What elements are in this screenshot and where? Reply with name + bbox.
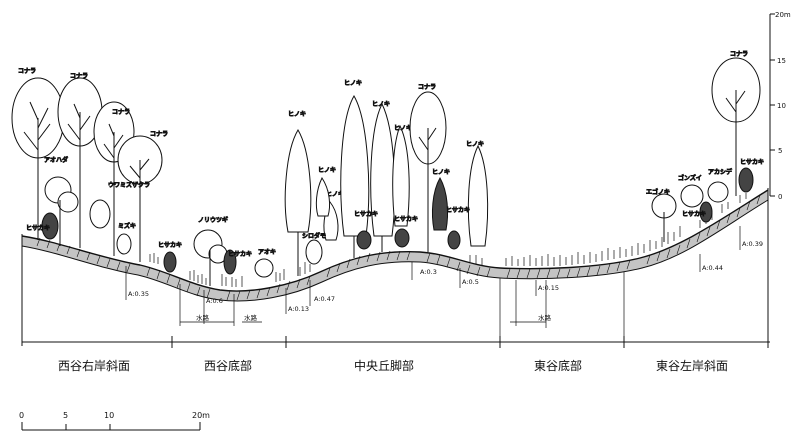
tree-hinoki: ヒノキ (466, 141, 489, 247)
ground-surface-line (21, 189, 769, 292)
tree-label: ヒサカキ (682, 211, 706, 218)
scale-tick: 10 (104, 411, 114, 420)
soil-measurements (125, 226, 741, 340)
tree-noriutsugi: ノリウツギ (193, 216, 229, 286)
tree-hisakaki: ヒサカキ (738, 159, 765, 193)
tree-layer: コナラ コナラ コナラ コナラ アオハダ ヒサカキ (11, 51, 765, 286)
tree-label: ヒノキ (372, 101, 390, 108)
tree-uwamizuzakura: ウワミズザクラ (89, 181, 151, 229)
tree-label: アカシデ (708, 168, 732, 176)
tree-konara: コナラ (409, 84, 447, 252)
soil-label: A:0.13 (288, 305, 309, 313)
tree-label: ゴンズイ (678, 174, 702, 182)
zone-label: 西谷右岸斜面 (58, 358, 130, 373)
tree-label: ミズキ (118, 222, 136, 230)
zone-label: 東谷左岸斜面 (656, 358, 728, 373)
tree-label: ヒノキ (394, 125, 412, 132)
channel-label: 水路 (196, 313, 210, 322)
channel-label: 水路 (244, 313, 258, 322)
tree-label: アオキ (258, 249, 276, 256)
tree-label: シロダモ (302, 232, 326, 240)
tree-label: コナラ (70, 73, 88, 80)
tree-label: ヒノキ (432, 169, 450, 176)
tree-label: アオハダ (44, 156, 68, 164)
tree-label: ノリウツギ (198, 216, 228, 224)
scale-tick: 0 (19, 411, 24, 420)
zone-label: 中央丘脚部 (354, 358, 414, 373)
tree-label: コナラ (730, 51, 748, 58)
tree-hisakaki: ヒサカキ (394, 216, 419, 248)
soil-label: A:0.6 (206, 297, 223, 305)
soil-base-line (21, 199, 769, 302)
tree-hinoki: ヒノキ (340, 80, 370, 258)
tree-label: エゴノキ (646, 188, 670, 196)
height-tick: 0 (778, 193, 782, 201)
tree-mizuki: ミズキ (116, 222, 137, 255)
height-tick: 15 (777, 57, 786, 65)
tree-shirodamo: シロダモ (302, 232, 327, 265)
tree-label: ヒサカキ (354, 211, 378, 218)
tree-label: ヒサカキ (394, 216, 418, 223)
zone-divider (21, 188, 770, 348)
soil-label: A:0.39 (742, 240, 763, 248)
tree-gonzui: ゴンズイ (678, 174, 704, 208)
channel-label: 水路 (538, 313, 552, 322)
tree-hisakaki: ヒサカキ (682, 201, 713, 223)
soil-label: A:0.5 (462, 278, 479, 286)
tree-label: ヒサカキ (158, 242, 182, 249)
height-tick: 10 (777, 102, 786, 110)
tree-label: コナラ (418, 84, 436, 91)
vertical-height-scale: 20m 15 10 5 0 (769, 11, 791, 201)
scale-tick: 5 (63, 411, 68, 420)
tree-hisakaki: ヒサカキ (158, 242, 183, 273)
tree-label: ヒサカキ (26, 225, 50, 232)
tree-hinoki: ヒノキ (315, 167, 337, 217)
terrain-profile (21, 189, 769, 302)
height-scale-unit: 20m (775, 11, 791, 19)
tree-label: ヒノキ (326, 191, 344, 198)
tree-konara: コナラ (711, 51, 761, 196)
tree-label: ヒサカキ (228, 251, 252, 258)
tree-konara: コナラ (11, 68, 65, 240)
tree-hisakaki: ヒサカキ (223, 249, 253, 275)
tree-label: ヒノキ (344, 80, 362, 87)
tree-aoki: アオキ (254, 249, 277, 278)
tree-label: ヒノキ (466, 141, 484, 148)
soil-label: A:0.3 (420, 268, 437, 276)
tree-hisakaki: ヒサカキ (354, 211, 379, 250)
tree-aohada: アオハダ (44, 156, 79, 246)
tree-label: ヒノキ (318, 167, 336, 174)
tree-label: コナラ (18, 68, 36, 75)
soil-label: A:0.15 (538, 284, 559, 292)
tree-akashide: アカシデ (707, 168, 733, 203)
soil-label: A:0.47 (314, 295, 335, 303)
tree-konara: コナラ (57, 73, 103, 248)
tree-egonoki: エゴノキ (646, 188, 677, 242)
zone-label: 西谷底部 (204, 358, 252, 373)
zone-labels: 西谷右岸斜面 西谷底部 中央丘脚部 東谷底部 東谷左岸斜面 (58, 358, 728, 373)
tree-hisakaki: ヒサカキ (26, 212, 59, 240)
tree-hinoki: ヒノキ (284, 111, 312, 276)
soil-band (22, 190, 768, 302)
tree-hinoki: ヒノキ (370, 101, 396, 252)
horizontal-scale-bar: 0 5 10 20m (19, 411, 210, 431)
tree-label: ウワミズザクラ (108, 181, 150, 189)
soil-label-group: A:0.35 A:0.6 A:0.13 A:0.47 A:0.3 A:0.5 A… (128, 240, 763, 322)
height-tick: 5 (778, 147, 782, 155)
scale-tick: 20m (192, 411, 210, 420)
soil-label: A:0.44 (702, 264, 723, 272)
tree-label: コナラ (150, 131, 168, 138)
tree-hinoki: ヒノキ (392, 125, 413, 227)
tree-label: コナラ (112, 109, 130, 116)
tree-konara: コナラ (117, 131, 169, 262)
tree-label: ヒノキ (288, 111, 306, 118)
zone-label: 東谷底部 (534, 358, 582, 373)
tree-hisakaki: ヒサカキ (446, 207, 471, 250)
tree-hinoki: ヒノキ (432, 169, 451, 231)
tree-label: ヒサカキ (446, 207, 470, 214)
tree-label: ヒサカキ (740, 159, 764, 166)
soil-label: A:0.35 (128, 290, 149, 298)
